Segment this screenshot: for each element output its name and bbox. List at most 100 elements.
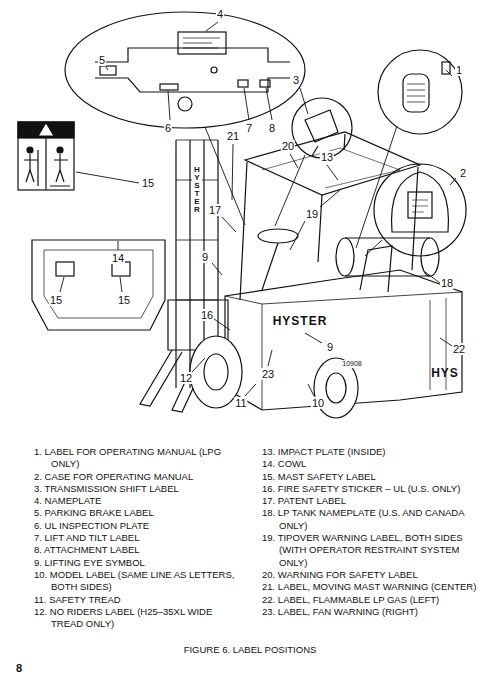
parts-list-item: 11. SAFETY TREAD bbox=[34, 594, 246, 606]
parts-list-item: 23. LABEL, FAN WARNING (RIGHT) bbox=[262, 606, 484, 618]
parts-list-item: 18. LP TANK NAMEPLATE (U.S. AND CANADA O… bbox=[262, 507, 484, 532]
parts-list-item: 9. LIFTING EYE SYMBOL bbox=[34, 557, 246, 569]
callout-number: 12 bbox=[179, 372, 193, 384]
callout-number: 23 bbox=[261, 368, 275, 380]
callout-number: 18 bbox=[440, 277, 454, 289]
parts-list-item: 3. TRANSMISSION SHIFT LABEL bbox=[34, 483, 246, 495]
attachment-label bbox=[260, 80, 270, 87]
parts-list-item: 8. ATTACHMENT LABEL bbox=[34, 544, 246, 556]
warning-triangle bbox=[40, 125, 52, 135]
callout-number: 2 bbox=[459, 167, 467, 179]
callout-number: 3 bbox=[292, 74, 300, 86]
figure-caption: FIGURE 6. LABEL POSITIONS bbox=[0, 644, 500, 655]
callout-number: 9 bbox=[326, 341, 334, 353]
parts-list-item: 5. PARKING BRAKE LABEL bbox=[34, 507, 246, 519]
warning-icon bbox=[18, 122, 74, 190]
guard-slats bbox=[262, 148, 400, 188]
parts-list-item: 22. LABEL, FLAMMABLE LP GAS (LEFT) bbox=[262, 594, 484, 606]
icon-divider bbox=[45, 138, 46, 190]
warning-band bbox=[18, 122, 74, 138]
parts-list-item: 20. WARNING FOR SAFETY LABEL bbox=[262, 569, 484, 581]
parts-list-item: 21. LABEL, MOVING MAST WARNING (CENTER) bbox=[262, 581, 484, 593]
callout-number: 15 bbox=[141, 177, 155, 189]
column-boss bbox=[178, 97, 192, 111]
figure-number: 10908 bbox=[341, 360, 362, 368]
mast-brand-text: HYSTER bbox=[192, 166, 202, 214]
icon-figure bbox=[24, 150, 38, 186]
ul-plate bbox=[160, 84, 178, 90]
icon-figure bbox=[50, 154, 70, 186]
parts-list-item: 7. LIFT AND TILT LABEL bbox=[34, 532, 246, 544]
nameplate bbox=[178, 32, 226, 54]
label-lines bbox=[412, 200, 428, 212]
case-ribs bbox=[407, 84, 425, 102]
page-number: 8 bbox=[16, 662, 22, 674]
parts-list-item: 10. MODEL LABEL (SAME LINE AS LETTERS, B… bbox=[34, 569, 246, 594]
leader-lines bbox=[60, 22, 456, 396]
callout-number: 13 bbox=[320, 151, 334, 163]
mast-label bbox=[112, 262, 130, 276]
callout-number: 11 bbox=[234, 397, 247, 409]
parts-list-item: 14. COWL bbox=[262, 458, 484, 470]
parts-list-item: 4. NAMEPLATE bbox=[34, 495, 246, 507]
callout-number: 21 bbox=[226, 130, 240, 142]
callout-number: 4 bbox=[216, 8, 224, 20]
callout-number: 5 bbox=[98, 54, 106, 66]
brand-text: HYSTER bbox=[272, 315, 329, 328]
callout-number: 19 bbox=[305, 208, 319, 220]
parts-list-item: 6. UL INSPECTION PLATE bbox=[34, 520, 246, 532]
rear-hub bbox=[326, 373, 346, 403]
case-label bbox=[408, 192, 432, 218]
callout-number: 1 bbox=[455, 64, 463, 76]
overhead-guard bbox=[245, 132, 420, 195]
detail-oval bbox=[65, 12, 305, 128]
parts-list-item: 12. NO RIDERS LABEL (H25–35XL WIDE TREAD… bbox=[34, 606, 246, 631]
dash-panel bbox=[95, 48, 290, 62]
front-hub bbox=[204, 354, 228, 390]
parts-list-item: 2. CASE FOR OPERATING MANUAL bbox=[34, 471, 246, 483]
detail-circle bbox=[374, 164, 466, 256]
callout-number: 22 bbox=[452, 343, 466, 355]
cowl-inner bbox=[44, 250, 153, 318]
callout-number: 10 bbox=[311, 397, 325, 409]
manual-case bbox=[403, 74, 429, 112]
callout-number: 17 bbox=[208, 204, 222, 216]
guard-posts bbox=[240, 134, 418, 300]
callout-number: 9 bbox=[201, 251, 209, 263]
callout-number: 7 bbox=[245, 122, 253, 134]
callout-number: 16 bbox=[200, 309, 214, 321]
steering-column bbox=[262, 243, 278, 290]
seat bbox=[360, 246, 392, 292]
steering-wheel bbox=[258, 229, 298, 243]
callout-number: 15 bbox=[117, 294, 131, 306]
parts-list-item: 13. IMPACT PLATE (INSIDE) bbox=[262, 446, 484, 458]
cowl-outline bbox=[32, 240, 165, 330]
lift-tilt-label bbox=[238, 80, 248, 87]
parts-list-column: 13. IMPACT PLATE (INSIDE)14. COWL15. MAS… bbox=[262, 446, 484, 618]
callout-number: 20 bbox=[281, 140, 295, 152]
callout-number: 6 bbox=[164, 122, 172, 134]
mast-crossbar bbox=[176, 140, 218, 300]
icon-figure bbox=[27, 147, 33, 153]
parts-list-item: 1. LABEL FOR OPERATING MANUAL (LPG ONLY) bbox=[34, 446, 246, 471]
parts-list-item: 17. PATENT LABEL bbox=[262, 495, 484, 507]
parts-list-column: 1. LABEL FOR OPERATING MANUAL (LPG ONLY)… bbox=[34, 446, 246, 630]
callout-number: 15 bbox=[49, 294, 63, 306]
parts-list-item: 15. MAST SAFETY LABEL bbox=[262, 471, 484, 483]
lp-tank-end bbox=[421, 238, 439, 276]
dash-panel bbox=[95, 78, 290, 92]
detail-circle bbox=[378, 50, 462, 134]
callout-number: 8 bbox=[268, 122, 276, 134]
lp-tank-end bbox=[336, 238, 354, 276]
nameplate-lines bbox=[183, 38, 220, 48]
brake-label bbox=[100, 66, 116, 75]
icon-figure bbox=[57, 147, 63, 153]
parts-list-item: 19. TIPOVER WARNING LABEL, BOTH SIDES (W… bbox=[262, 532, 484, 569]
brand-text: HYS bbox=[430, 367, 460, 380]
seat-back bbox=[392, 172, 449, 232]
shift-label bbox=[305, 110, 338, 142]
symbol bbox=[211, 67, 217, 73]
mast-label bbox=[56, 262, 74, 276]
callout-number: 14 bbox=[111, 252, 125, 264]
